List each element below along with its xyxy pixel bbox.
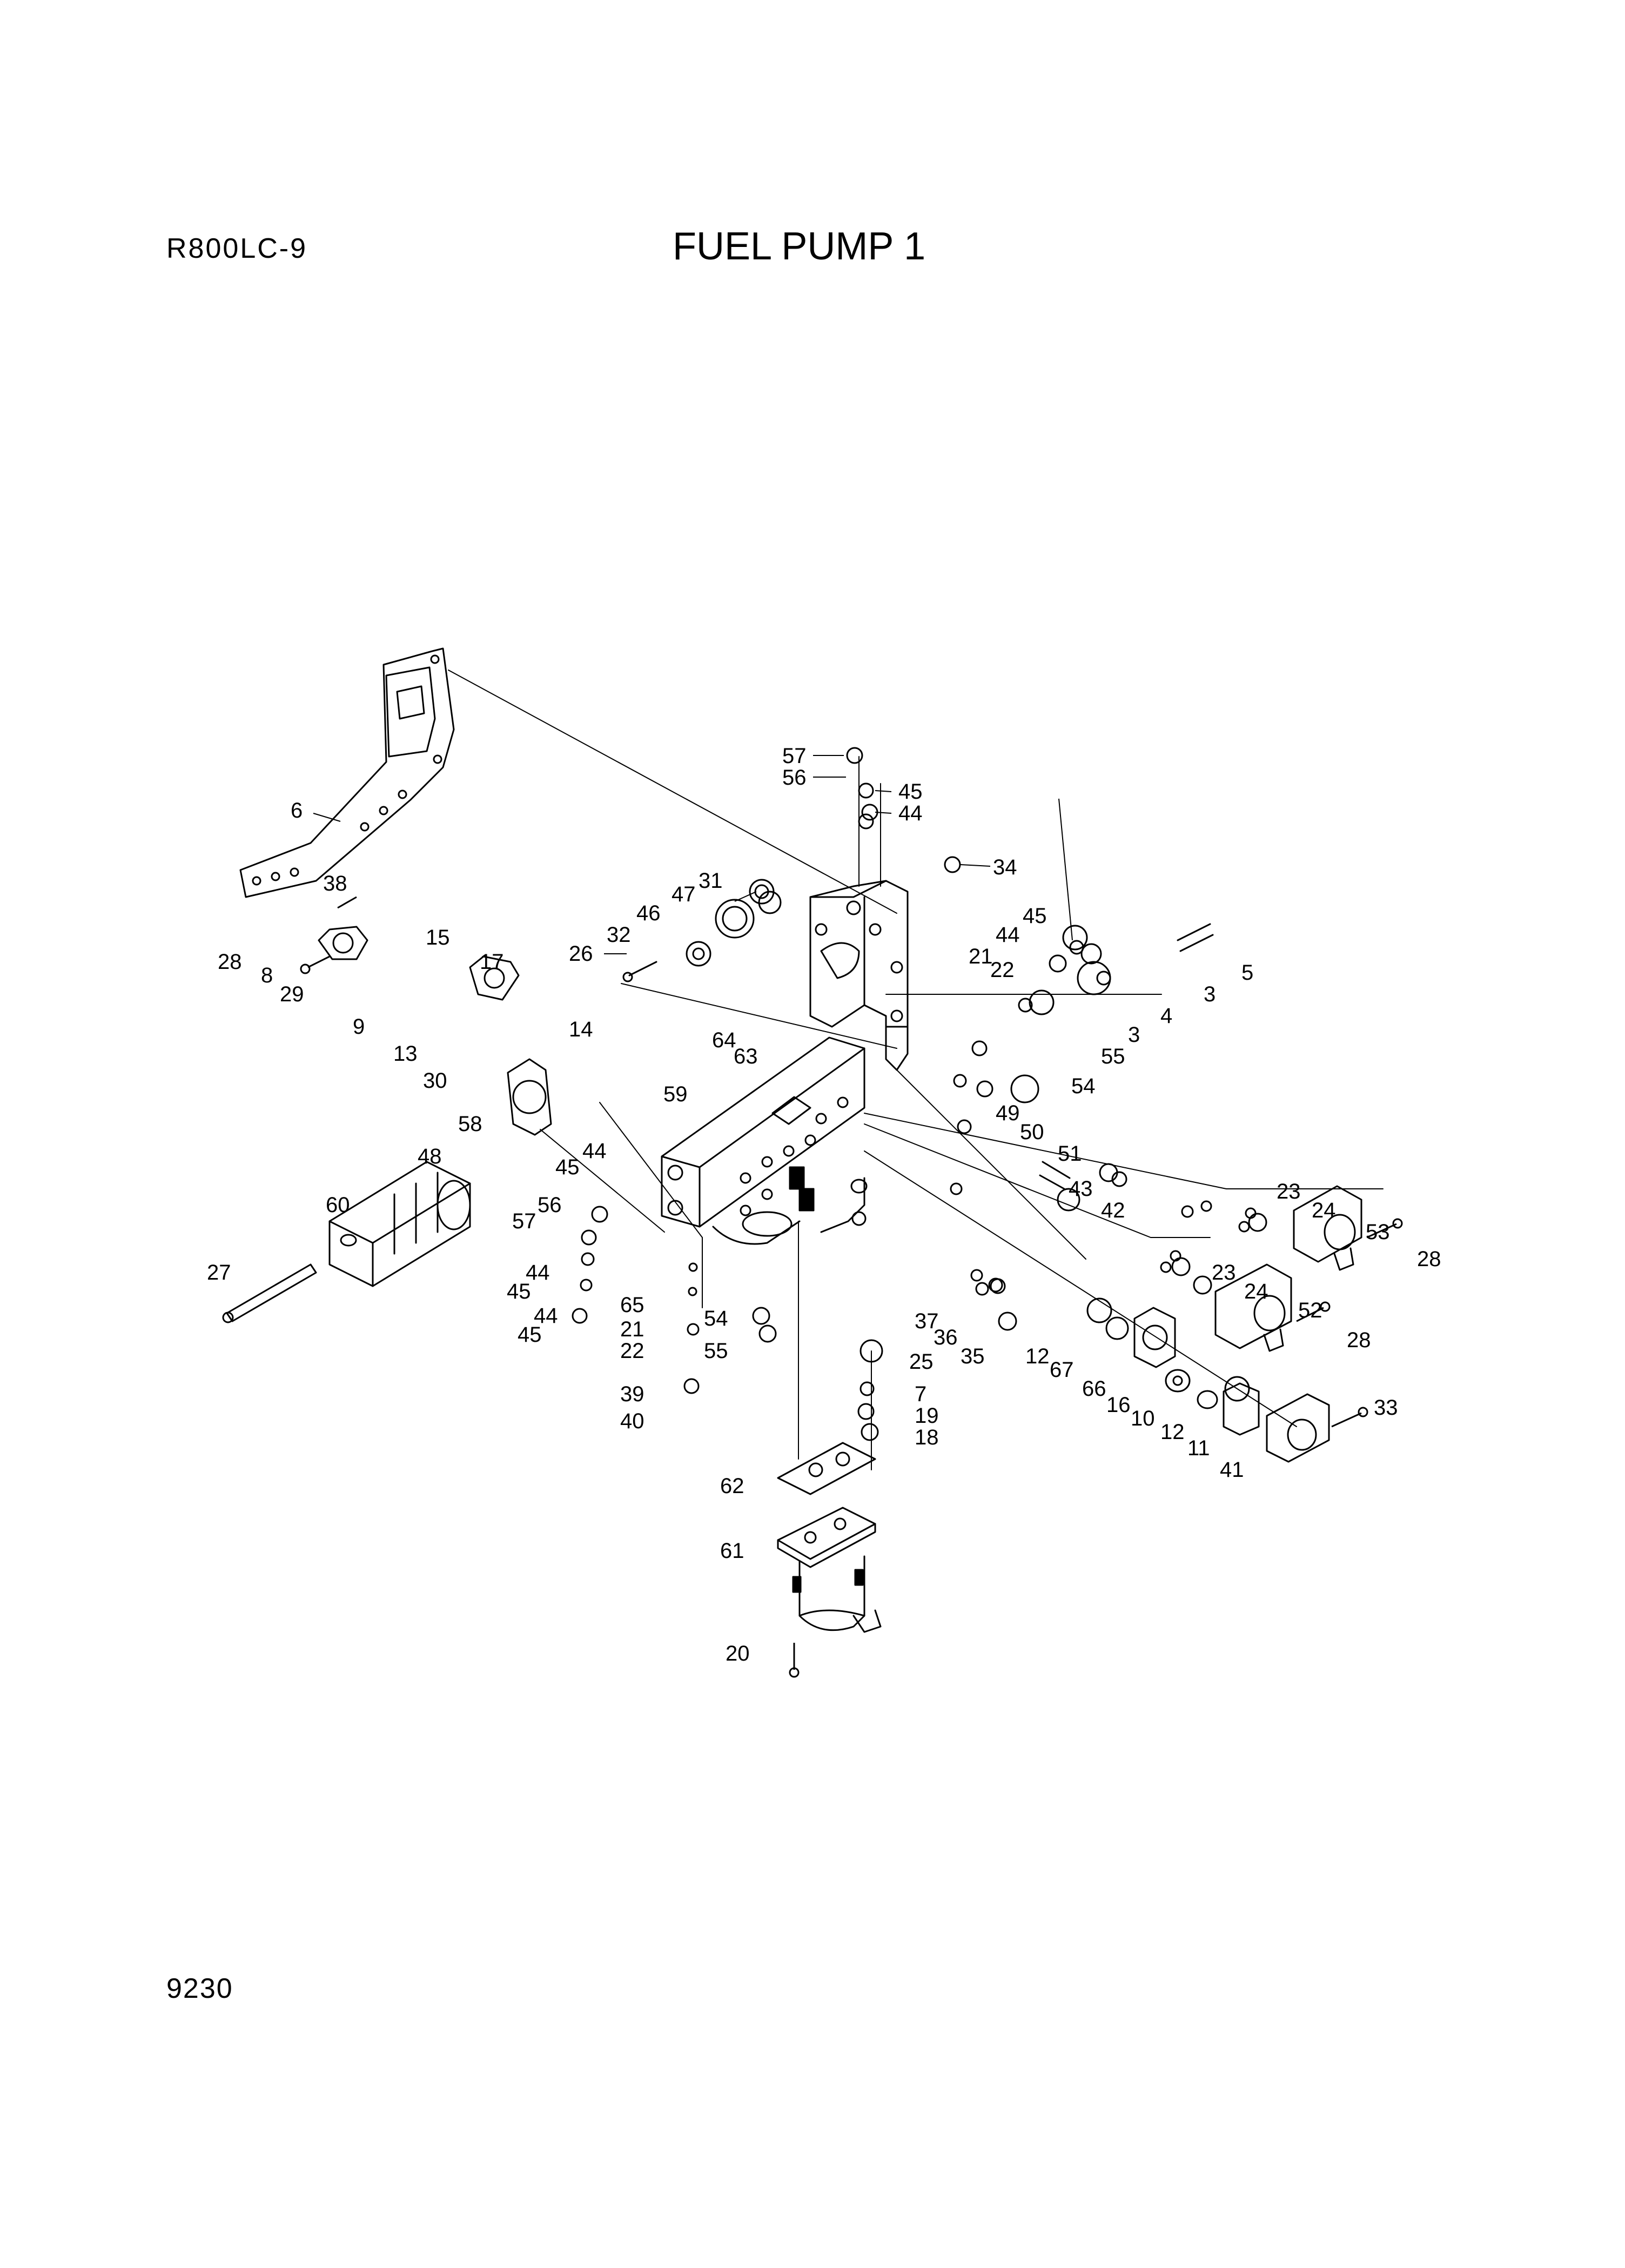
callout-23a: 23: [1277, 1180, 1301, 1203]
pump-housing-part: [661, 1036, 868, 1245]
callout-33: 33: [1374, 1396, 1398, 1420]
callout-62: 62: [720, 1474, 744, 1498]
callout-58: 58: [458, 1112, 482, 1136]
callout-45d: 45: [507, 1280, 531, 1303]
callout-65: 65: [620, 1293, 644, 1317]
gear-and-fittings: [572, 747, 1267, 1441]
callout-15: 15: [426, 926, 450, 949]
callout-47: 47: [672, 882, 696, 906]
callout-12a: 12: [1025, 1344, 1050, 1368]
callout-18: 18: [915, 1426, 939, 1449]
callout-63: 63: [734, 1045, 758, 1068]
callout-55b: 55: [704, 1339, 728, 1363]
callout-44a: 44: [898, 801, 923, 825]
callout-35: 35: [961, 1344, 985, 1368]
callout-21b: 21: [620, 1317, 644, 1341]
callout-27: 27: [207, 1261, 231, 1284]
callout-19: 19: [915, 1404, 939, 1428]
callout-56a: 56: [782, 766, 807, 790]
callout-57a: 57: [782, 744, 807, 768]
callout-54b: 54: [704, 1307, 728, 1330]
callout-10: 10: [1131, 1407, 1155, 1430]
callout-42: 42: [1101, 1199, 1125, 1222]
callout-24b: 24: [1244, 1280, 1268, 1303]
callout-6: 6: [291, 799, 303, 822]
drive-pump-part: [222, 1161, 471, 1323]
callout-36: 36: [934, 1326, 958, 1349]
callout-30: 30: [423, 1069, 447, 1093]
callout-44e: 44: [534, 1304, 558, 1328]
callout-28a: 28: [218, 950, 242, 974]
callout-57b: 57: [512, 1209, 536, 1233]
callout-55a: 55: [1101, 1045, 1125, 1068]
callout-32: 32: [607, 923, 631, 947]
callout-31: 31: [699, 869, 723, 893]
fuel-filter-part: [777, 1442, 882, 1633]
callout-61: 61: [720, 1539, 744, 1563]
solenoid-valve-part: [1214, 1185, 1362, 1463]
callout-51: 51: [1058, 1142, 1082, 1166]
callout-48: 48: [418, 1145, 442, 1168]
callout-3a: 3: [1204, 982, 1216, 1006]
callout-28b: 28: [1417, 1247, 1441, 1271]
callout-labels: 57 56 45 44 34 31 47 46 32 26 6 38 28 8 …: [207, 744, 1441, 1665]
callout-46: 46: [636, 901, 661, 925]
callout-11: 11: [1187, 1436, 1210, 1460]
callout-59: 59: [663, 1082, 688, 1106]
callout-44c: 44: [582, 1139, 607, 1163]
bolt-parts: [300, 896, 1403, 1678]
callout-17: 17: [480, 950, 504, 974]
callout-21a: 21: [969, 945, 993, 968]
callout-64: 64: [712, 1028, 736, 1052]
model-number: R800LC-9: [166, 233, 308, 264]
callout-43: 43: [1069, 1177, 1093, 1201]
callout-14: 14: [569, 1018, 593, 1041]
callout-56b: 56: [538, 1193, 562, 1217]
callout-40: 40: [620, 1409, 644, 1433]
gasket-part: [239, 647, 455, 898]
callout-45c: 45: [555, 1155, 580, 1179]
callout-5: 5: [1241, 961, 1253, 985]
callout-54a: 54: [1071, 1074, 1096, 1098]
callout-28c: 28: [1347, 1328, 1371, 1352]
callout-66: 66: [1082, 1377, 1106, 1401]
callout-leaders: [313, 755, 1073, 954]
callout-34: 34: [993, 855, 1017, 879]
callout-24a: 24: [1312, 1199, 1336, 1222]
page-number: 9230: [166, 1973, 233, 2004]
leader-lines: [448, 670, 1384, 1470]
callout-25: 25: [909, 1350, 934, 1374]
callout-22a: 22: [990, 958, 1015, 982]
callout-45a: 45: [898, 780, 923, 804]
callout-22b: 22: [620, 1339, 644, 1363]
callout-7: 7: [915, 1382, 926, 1406]
callout-8: 8: [261, 964, 273, 987]
callout-38: 38: [323, 872, 347, 895]
callout-23b: 23: [1212, 1261, 1236, 1284]
callout-45e: 45: [518, 1323, 542, 1347]
callout-3b: 3: [1128, 1023, 1140, 1047]
flange-parts: [318, 926, 1260, 1436]
callout-39: 39: [620, 1382, 644, 1406]
callout-16: 16: [1106, 1393, 1131, 1417]
callout-9: 9: [353, 1015, 365, 1039]
callout-50: 50: [1020, 1120, 1044, 1144]
callout-41: 41: [1220, 1458, 1244, 1482]
callout-37: 37: [915, 1309, 939, 1333]
callout-4: 4: [1160, 1004, 1172, 1028]
callout-49: 49: [996, 1101, 1020, 1125]
callout-45b: 45: [1023, 904, 1047, 928]
callout-67: 67: [1050, 1358, 1074, 1382]
callout-12b: 12: [1160, 1420, 1185, 1444]
callout-44b: 44: [996, 923, 1020, 947]
callout-60: 60: [326, 1193, 350, 1217]
callout-44d: 44: [526, 1261, 550, 1284]
callout-20: 20: [726, 1642, 750, 1665]
callout-29: 29: [280, 982, 304, 1006]
callout-26: 26: [569, 942, 593, 966]
page-title: FUEL PUMP 1: [673, 225, 926, 268]
callout-13: 13: [393, 1042, 418, 1066]
